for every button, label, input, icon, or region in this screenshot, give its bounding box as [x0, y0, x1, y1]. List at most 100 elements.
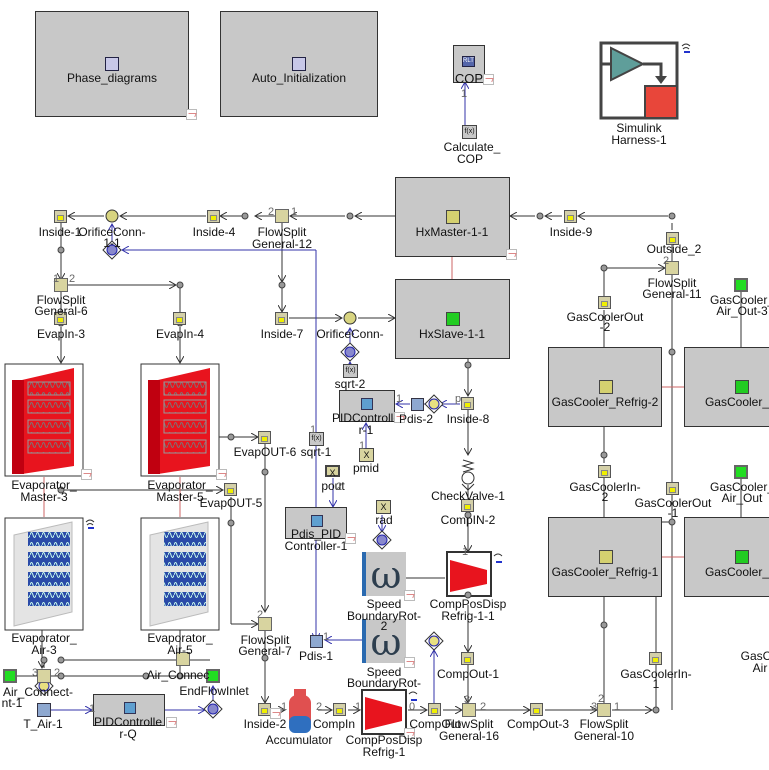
flowsplit-general-12[interactable] [275, 209, 289, 223]
pdis-2-sensor[interactable] [411, 398, 424, 411]
pdis-1-sensor[interactable] [310, 635, 323, 648]
flowsplit-general-16[interactable] [462, 703, 476, 717]
speed-boundary-rot-2[interactable]: ω [362, 552, 406, 597]
inside-8-sensor[interactable] [461, 397, 474, 410]
t-air-1-sensor[interactable] [37, 703, 51, 717]
evaporator-air-3[interactable] [4, 517, 84, 631]
inside-9-sensor[interactable] [564, 210, 577, 223]
air-connect-2-split[interactable] [176, 652, 190, 666]
air-connect-split[interactable] [37, 669, 51, 683]
simulink-harness-block[interactable] [599, 41, 679, 120]
hx-icon [599, 380, 613, 394]
label-rad: rad [375, 513, 393, 527]
cop-block[interactable] [453, 45, 485, 83]
sqrt-2-fx[interactable]: f(x) [343, 364, 358, 378]
end-flow-inlet[interactable] [206, 669, 220, 683]
port-number: 2 [336, 481, 343, 493]
pid-q-label-1: PIDControlle [93, 715, 163, 729]
label-compout: CompOut [409, 717, 461, 731]
label-gc-air-out-3b: Air_Out-3 [716, 304, 768, 318]
pdis-pid-label-1: Pdis_PID [290, 527, 342, 541]
compout-1-sensor[interactable] [461, 652, 474, 665]
gascooler-air-out[interactable] [734, 465, 748, 479]
pmid-x[interactable]: X [359, 448, 374, 462]
gascooler-air-1-block[interactable] [684, 517, 769, 597]
check-valve[interactable] [461, 459, 475, 491]
hx-icon [599, 550, 613, 564]
port-number: 2 [257, 609, 264, 621]
evaporator-master-5[interactable] [140, 363, 220, 477]
inside-7-sensor[interactable] [275, 312, 288, 325]
pout-x[interactable]: X [325, 465, 340, 478]
gascooler-air-2-block[interactable] [684, 347, 769, 427]
label-comp-11a: CompPosDisp [429, 597, 507, 611]
port-number: 2 [268, 206, 275, 218]
port-number: p [455, 393, 462, 405]
label-gc-air-out-b: Air_Out [721, 491, 763, 505]
orifice-icons [105, 209, 357, 325]
inside-1-sensor[interactable] [54, 210, 67, 223]
port-number: 3 [591, 701, 598, 713]
port-number: 2 [69, 273, 76, 285]
rlt-icon: RLT [462, 56, 475, 67]
evapout-5-sensor[interactable] [224, 483, 237, 496]
compin-sensor[interactable] [333, 703, 346, 716]
compressor-refrig-1[interactable] [361, 689, 407, 735]
speed-boundary-rot[interactable]: ω [362, 619, 406, 664]
gascooler-in-2-sensor[interactable] [598, 465, 611, 478]
port-number: 1 [323, 631, 330, 643]
phase-diagrams-label: Phase_diagrams [66, 71, 158, 85]
label-flowsplit-16a: FlowSplit [444, 717, 494, 731]
label-comp-11b: Refrig-1-1 [441, 609, 495, 623]
label-air-connect-b: nt-1 [1, 696, 23, 710]
port-number: 2 [480, 701, 487, 713]
sqrt-1-fx[interactable]: f(x) [309, 432, 324, 446]
label-pdis-2: Pdis-2 [398, 412, 434, 426]
label-inside-1: Inside-1 [38, 225, 82, 239]
gascooler-air-out-3[interactable] [734, 278, 748, 292]
flowsplit-general-11[interactable] [665, 261, 679, 275]
label-speed-1c: 2 [380, 619, 388, 633]
outside-2-sensor[interactable] [666, 232, 679, 245]
gascooler-in-1-sensor[interactable] [649, 652, 662, 665]
pid-controller-q[interactable] [93, 694, 165, 726]
evapin-3-sensor[interactable] [54, 312, 67, 325]
gascooler-out-1-sensor[interactable] [666, 482, 679, 495]
evapout-6-sensor[interactable] [258, 431, 271, 444]
label-checkvalve: CheckValve-1 [431, 489, 505, 503]
flowsplit-general-6[interactable] [54, 278, 68, 292]
accumulator[interactable] [289, 689, 311, 733]
label-evap-master-3a: Evaporator_ [11, 478, 77, 492]
svg-text:ω: ω [371, 620, 402, 664]
flowsplit-general-10[interactable] [597, 703, 611, 717]
air-boundary-1[interactable] [3, 669, 17, 683]
label-inside-8: Inside-8 [446, 412, 490, 426]
label-compin: CompIn [312, 717, 356, 731]
calculate-cop-label-2: COP [456, 152, 484, 166]
evaporator-master-3[interactable] [4, 363, 84, 477]
calculate-cop-fx[interactable]: f(x) [462, 125, 477, 139]
compout-sensor[interactable] [428, 703, 441, 716]
compout-3-sensor[interactable] [530, 703, 543, 716]
compin-2-sensor[interactable] [461, 499, 474, 512]
compressor-refrig-1-1[interactable] [446, 551, 492, 597]
port-number: 1 [355, 701, 362, 713]
port-number: 3 [464, 694, 471, 706]
hx-master-label: HxMaster-1-1 [415, 225, 489, 239]
hx-icon [446, 312, 460, 326]
label-sqrt-2: sqrt-2 [334, 377, 366, 391]
label-evap-air-3a: Evaporator_ [11, 631, 77, 645]
rad-x[interactable]: X [376, 500, 391, 514]
inside-4-sensor[interactable] [207, 210, 220, 223]
label-inside-7: Inside-7 [260, 327, 304, 341]
flowsplit-general-7[interactable] [258, 617, 272, 631]
label-flowsplit-6b: General-6 [34, 304, 88, 318]
label-flowsplit-11a: FlowSplit [647, 276, 697, 290]
pid-q-label-2: r-Q [119, 727, 137, 741]
gascooler-out-2-sensor[interactable] [598, 296, 611, 309]
label-flowsplit-10a: FlowSplit [579, 717, 629, 731]
plot-icon [216, 469, 227, 480]
evaporator-air-5[interactable] [140, 517, 220, 631]
label-gc-out-2a: GasCoolerOut [566, 310, 644, 324]
evapin-4-sensor[interactable] [173, 312, 186, 325]
